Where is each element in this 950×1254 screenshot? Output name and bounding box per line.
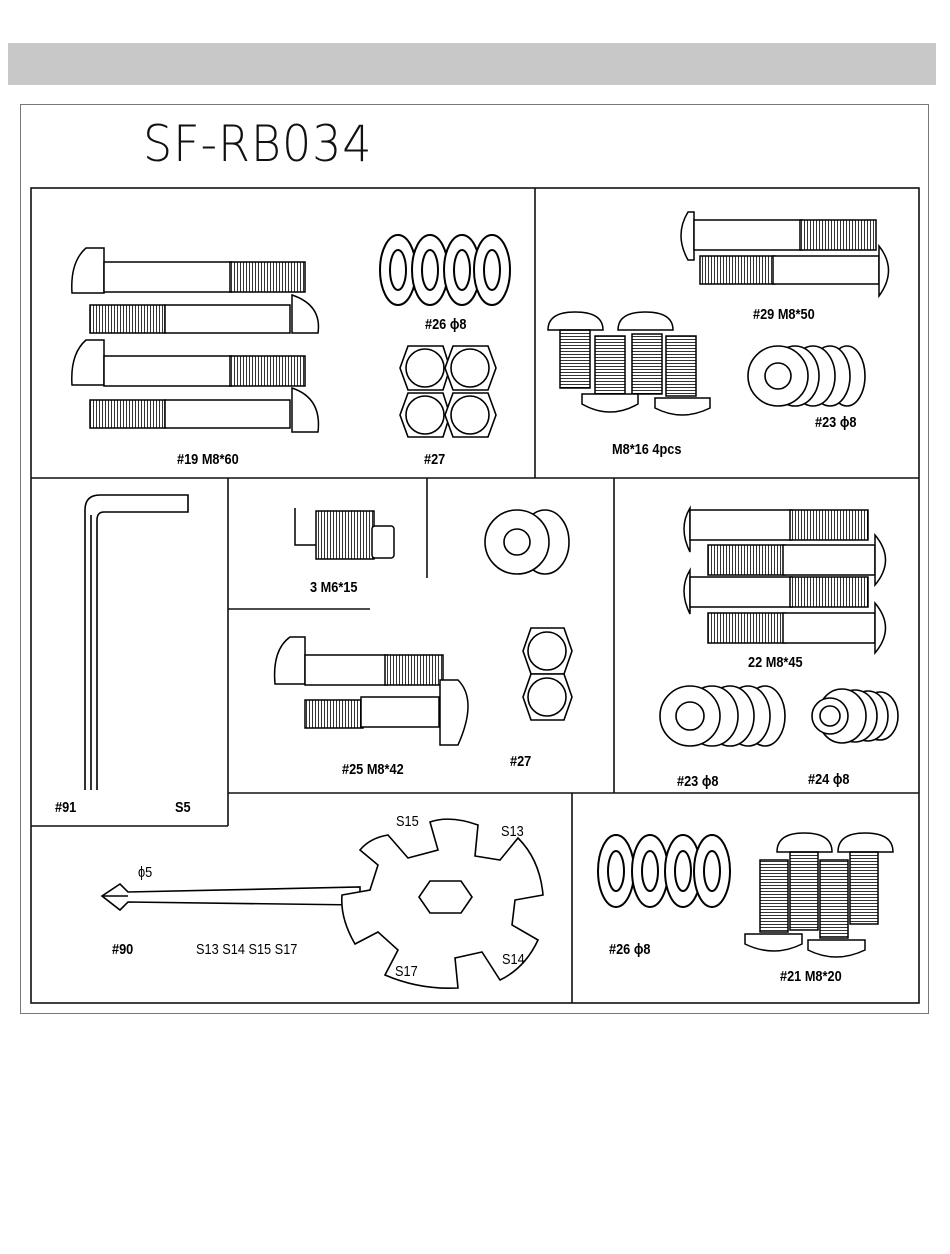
spring-washer-26-group — [380, 235, 510, 305]
flat-washer-23-set — [660, 686, 785, 746]
carriage-bolt-19-group — [72, 248, 319, 432]
flat-washer-pair — [485, 510, 569, 574]
label-wrench-s14: S14 — [502, 951, 525, 968]
label-screw-21: #21 M8*20 — [780, 968, 842, 985]
spring-washer-24-set — [812, 689, 898, 743]
label-wrench-s17: S17 — [395, 963, 418, 980]
label-screw-m8-16: M8*16 4pcs — [612, 441, 681, 458]
label-washer-23: #23 ϕ8 — [815, 414, 856, 431]
label-wrench-sizes: S13 S14 S15 S17 — [196, 941, 297, 958]
label-bolt-19: #19 M8*60 — [177, 451, 239, 468]
multi-wrench-90 — [102, 819, 543, 988]
machine-screw-21-set — [745, 833, 893, 957]
label-bolt-29: #29 M8*50 — [753, 306, 815, 323]
hex-key-91 — [85, 495, 188, 790]
carriage-bolt-25-group — [275, 637, 468, 745]
label-washer-23-set: #23 ϕ8 — [677, 773, 718, 790]
button-bolt-22-group — [684, 508, 886, 653]
hex-nut-27-group — [400, 346, 496, 437]
label-screw-m6-15: 3 M6*15 — [310, 579, 357, 596]
label-washer-26: #26 ϕ8 — [425, 316, 466, 333]
label-washer-24: #24 ϕ8 — [808, 771, 849, 788]
button-bolt-29-group — [681, 212, 889, 296]
hex-nut-27-pair — [523, 628, 572, 720]
flat-washer-23-group — [748, 346, 865, 406]
label-pin-diameter: ϕ5 — [138, 864, 152, 881]
label-wrench-s15: S15 — [396, 813, 419, 830]
socket-screw-m6-15 — [295, 508, 394, 559]
label-hex-key-size: S5 — [175, 799, 191, 816]
label-nut-27-pair: #27 — [510, 753, 531, 770]
label-washer-26-set: #26 ϕ8 — [609, 941, 650, 958]
label-wrench-s13: S13 — [501, 823, 524, 840]
label-wrench-number: #90 — [112, 941, 133, 958]
label-hex-key-number: #91 — [55, 799, 76, 816]
label-nut-27: #27 — [424, 451, 445, 468]
label-bolt-25: #25 M8*42 — [342, 761, 404, 778]
label-bolt-22: 22 M8*45 — [748, 654, 803, 671]
machine-screw-m8-16-group — [548, 312, 710, 415]
spring-washer-26-set — [598, 835, 730, 907]
